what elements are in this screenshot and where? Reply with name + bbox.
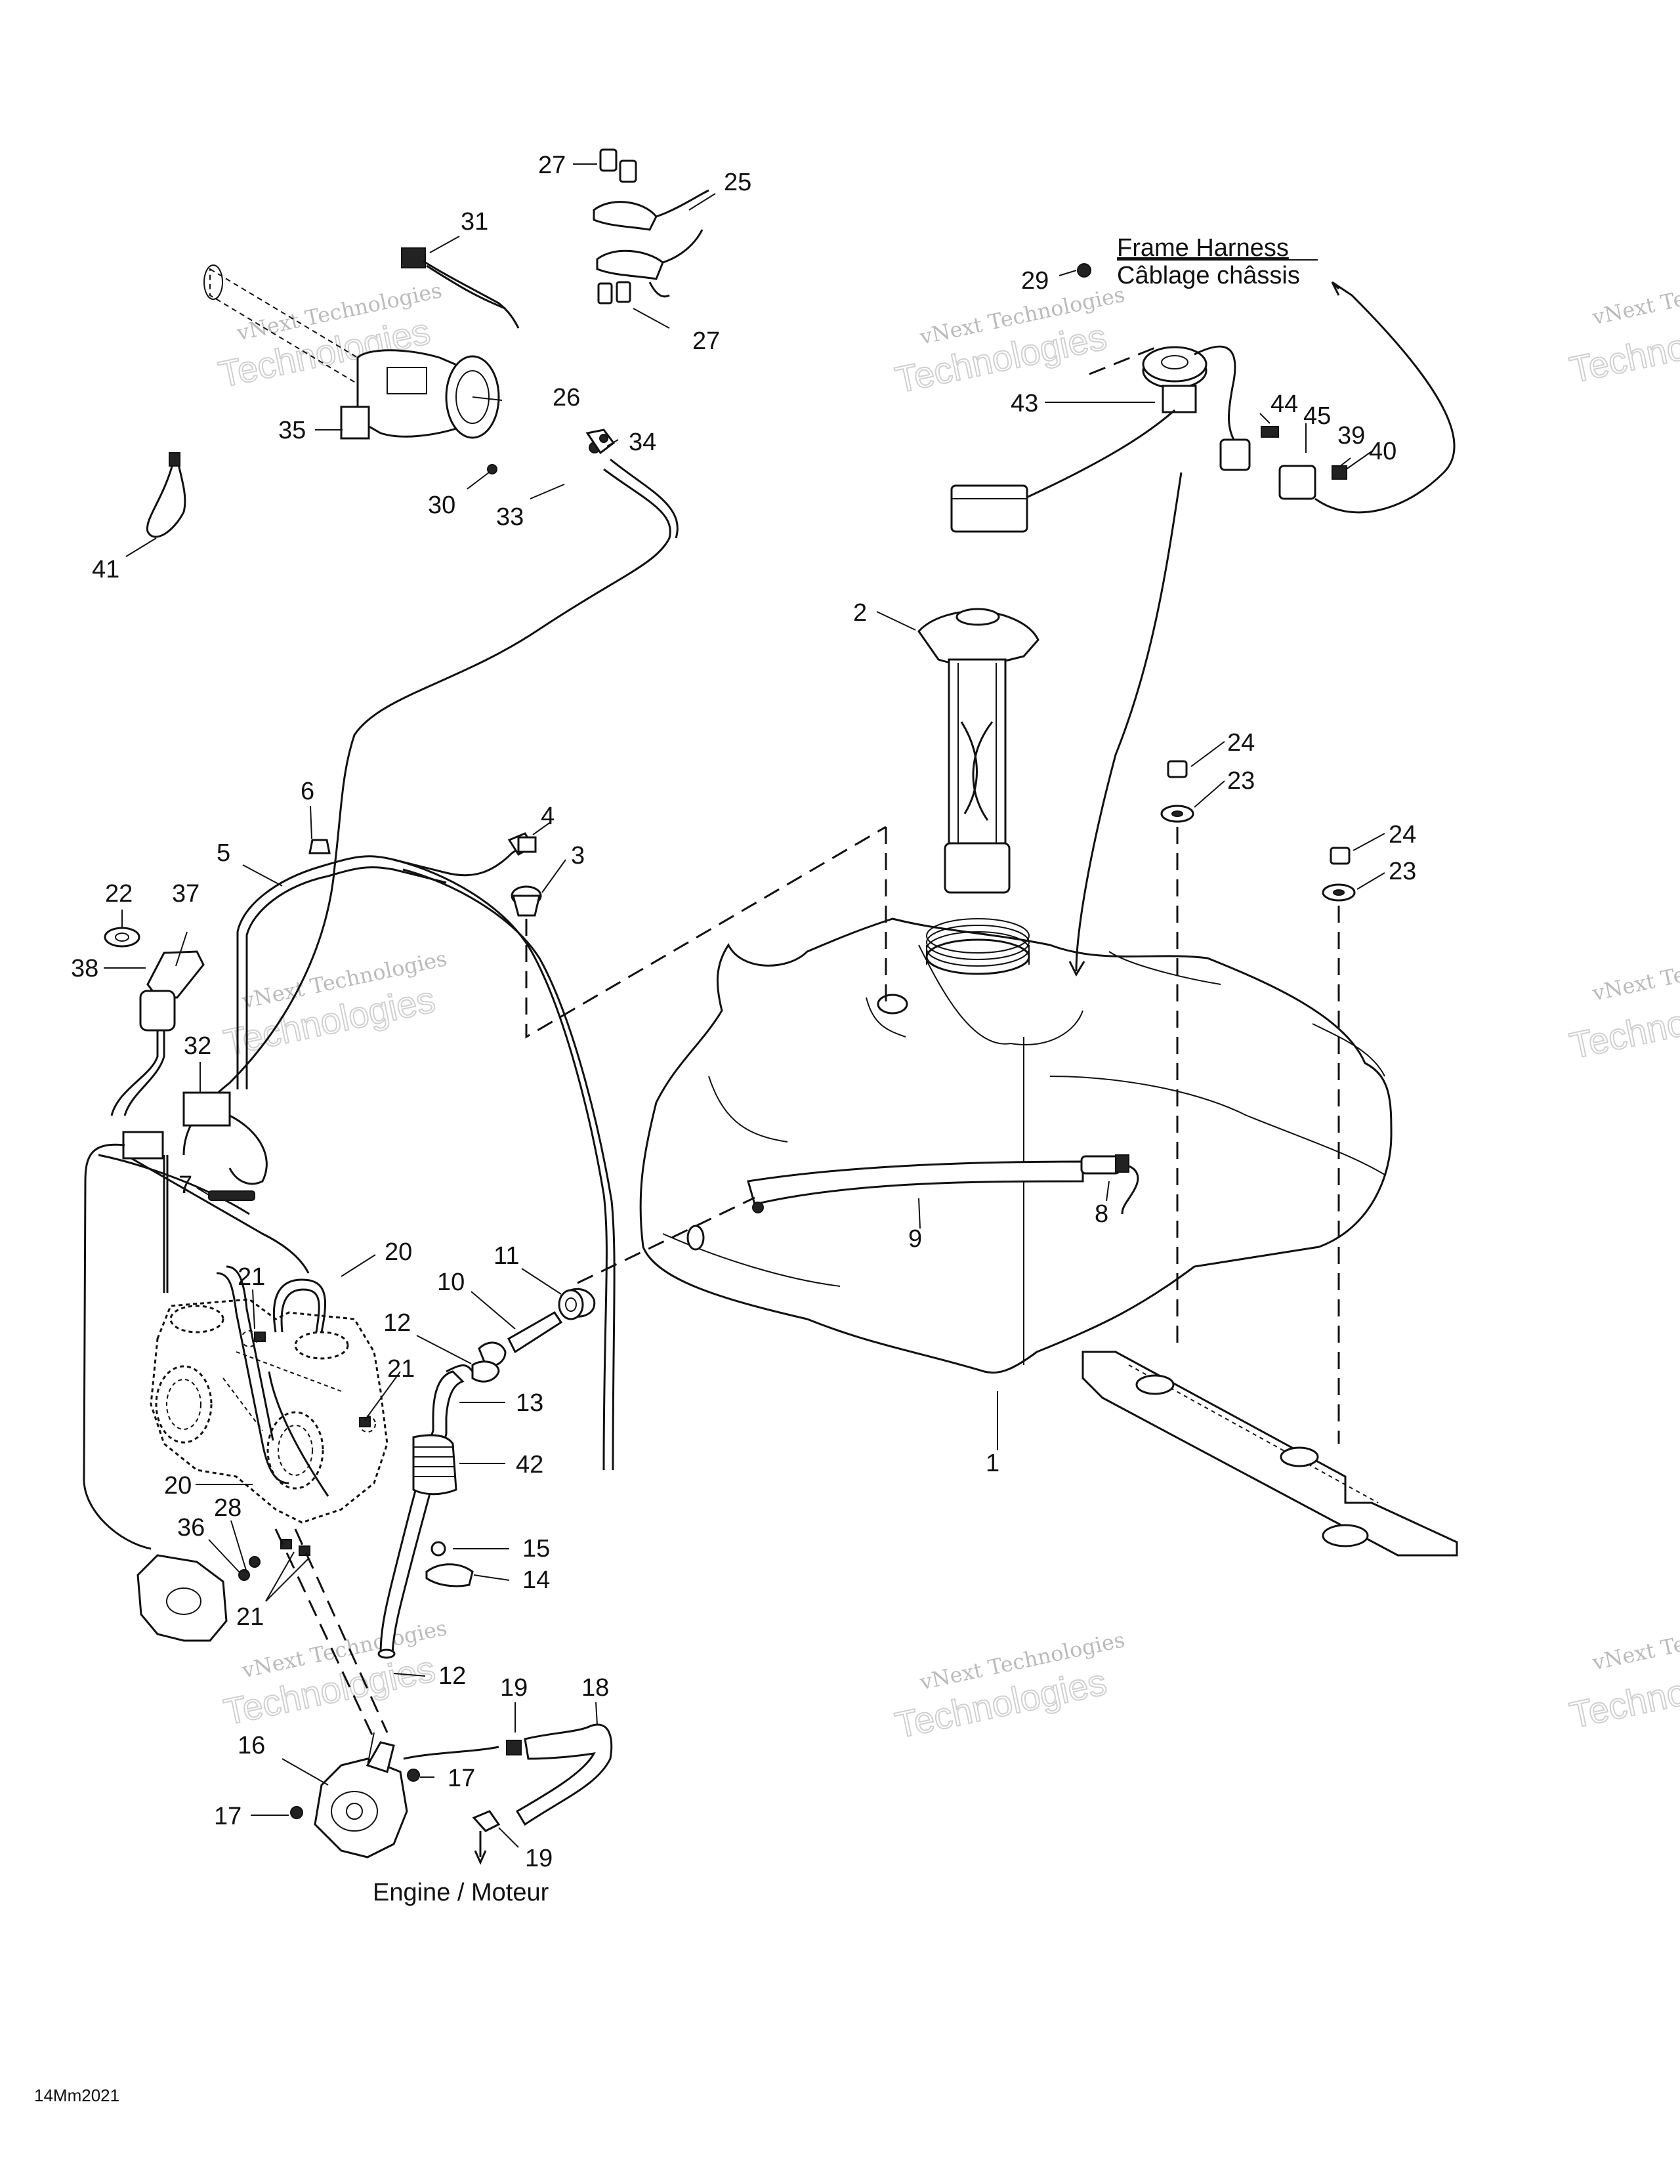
callout-label: 27 xyxy=(538,152,566,179)
callout-label: 29 xyxy=(1021,267,1049,295)
fuel-valve xyxy=(446,1288,596,1383)
callout-label: 45 xyxy=(1303,402,1331,430)
callout-label: 38 xyxy=(71,955,98,982)
diagram-code: 14Mm2021 xyxy=(34,2086,119,2105)
callout-label: 25 xyxy=(724,169,751,196)
callout-label: 10 xyxy=(437,1269,465,1296)
watermark-text: vNext Technologies xyxy=(1589,262,1680,329)
callout-label: 24 xyxy=(1389,821,1416,849)
callout-label: 19 xyxy=(525,1845,553,1872)
callout-label: 14 xyxy=(522,1566,550,1594)
callout-label: 36 xyxy=(177,1514,205,1542)
callout-label: 24 xyxy=(1227,729,1255,757)
callout-label: 23 xyxy=(1389,858,1416,885)
callout-label: 32 xyxy=(184,1032,211,1060)
callout-label: 35 xyxy=(278,417,306,444)
callout-label: 16 xyxy=(238,1732,265,1759)
callout-label: 19 xyxy=(500,1674,528,1702)
frame-harness-label-fr: Câblage châssis xyxy=(1117,262,1300,289)
callout-label: 41 xyxy=(92,556,119,583)
callout-label: 44 xyxy=(1270,390,1298,418)
callout-label: 2 xyxy=(853,599,867,627)
callout-label: 8 xyxy=(1095,1200,1108,1228)
callout-label: 11 xyxy=(494,1242,519,1270)
callout-labels: 27 25 31 27 26 35 34 30 33 41 29 43 44 4… xyxy=(71,152,1416,1872)
callout-label: 33 xyxy=(496,503,524,531)
tank-grommets xyxy=(1160,760,1356,1444)
callout-label: 26 xyxy=(553,384,580,411)
frame-harness-label-en: Frame Harness xyxy=(1117,234,1289,262)
primer-switch xyxy=(83,927,310,1550)
callout-label: 37 xyxy=(172,880,200,908)
callout-label: 31 xyxy=(461,208,488,236)
assembly-dash-lines xyxy=(525,826,887,1284)
callout-label: 23 xyxy=(1227,767,1255,795)
engine-label: Engine / Moteur xyxy=(373,1879,549,1906)
callout-label: 1 xyxy=(986,1450,999,1477)
fuel-valve-housing xyxy=(136,1554,261,1642)
callout-label: 28 xyxy=(214,1494,242,1522)
callout-label: 21 xyxy=(236,1603,264,1631)
callout-label: 4 xyxy=(541,803,555,830)
callout-label: 22 xyxy=(105,880,133,908)
callout-label: 15 xyxy=(522,1535,550,1563)
callout-label: 20 xyxy=(164,1472,192,1500)
callout-label: 6 xyxy=(301,778,314,805)
harness-clip xyxy=(208,1190,255,1201)
fuel-gauge-harness xyxy=(950,263,1456,977)
callout-label: 21 xyxy=(238,1263,265,1291)
leader-lines xyxy=(104,163,1385,1848)
callout-label: 42 xyxy=(516,1451,543,1479)
callout-label: 3 xyxy=(571,842,585,870)
callout-label: 43 xyxy=(1011,390,1038,417)
fuel-tank xyxy=(639,917,1393,1374)
callout-label: 17 xyxy=(214,1803,242,1830)
callout-label: 39 xyxy=(1337,422,1365,450)
fuel-lines xyxy=(236,832,616,1471)
callout-label: 9 xyxy=(908,1225,922,1253)
tank-mount-rail xyxy=(1082,1351,1458,1557)
filler-cap-assembly xyxy=(917,608,1040,894)
callout-label: 40 xyxy=(1369,438,1396,465)
callout-label: 12 xyxy=(383,1309,411,1337)
fuel-sensor-rod xyxy=(747,1154,1139,1215)
callout-label: 5 xyxy=(217,839,230,867)
filler-neck xyxy=(925,918,1030,975)
hose-protector-42 xyxy=(412,1434,457,1496)
watermark-text: vNext Technologies xyxy=(1589,938,1680,1005)
callout-label: 7 xyxy=(178,1171,192,1199)
fuel-pump xyxy=(274,1528,613,1865)
callout-label: 17 xyxy=(448,1765,475,1792)
callout-label: 18 xyxy=(581,1674,609,1702)
throttle-grip xyxy=(203,247,520,474)
callout-label: 34 xyxy=(629,429,656,456)
lever-bracket xyxy=(593,148,709,304)
text-labels: Frame Harness Câblage châssis Engine / M… xyxy=(34,234,1318,2105)
cable-tie xyxy=(146,452,186,538)
callout-label: 13 xyxy=(516,1389,543,1417)
callout-label: 12 xyxy=(438,1662,466,1690)
callout-label: 21 xyxy=(387,1355,415,1383)
fuel-hose-13 xyxy=(377,1370,465,1659)
callout-label: 27 xyxy=(692,327,720,355)
hose-clamp-14-15 xyxy=(425,1541,474,1587)
watermark-text: vNext Technologies xyxy=(1589,1607,1680,1675)
callout-label: 30 xyxy=(428,492,455,519)
throttle-cable xyxy=(182,429,679,1156)
carburetor-assembly xyxy=(150,1298,388,1524)
callout-label: 20 xyxy=(385,1238,412,1266)
